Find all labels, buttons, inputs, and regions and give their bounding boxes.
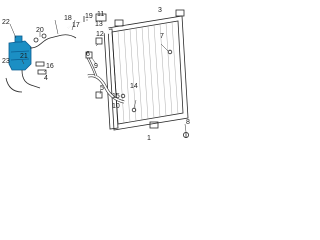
callout-1: 1 [147,135,151,142]
callout-16: 16 [46,63,54,70]
callout-18: 18 [64,15,72,22]
upper-radiator-hose [67,13,111,35]
fasteners [120,49,189,138]
callout-23: 23 [2,58,10,65]
reservoir-hose [5,33,77,93]
callout-4: 4 [44,75,48,82]
callout-21: 21 [20,53,28,60]
callout-20: 20 [36,27,44,34]
leader-lines [9,19,187,133]
callout-12: 12 [96,31,104,38]
callout-3: 3 [158,7,162,14]
radiator [103,9,189,131]
callout-17: 17 [72,22,80,29]
callout-9: 9 [94,63,98,70]
callout-10: 10 [112,103,120,110]
callout-13: 13 [95,21,103,28]
reserve-tank-icon[interactable] [8,35,32,71]
callout-19: 19 [85,13,93,20]
callout-8: 8 [186,119,190,126]
callout-5: 5 [100,85,104,92]
callout-11: 11 [97,11,104,18]
lower-radiator-hose [85,37,125,104]
callout-14: 14 [130,83,138,90]
parts-diagram: 22 23 20 21 16 4 18 19 17 11 13 12 6 9 5… [2,7,190,142]
callout-22: 22 [2,19,10,26]
callout-6: 6 [86,51,90,58]
callout-15: 15 [112,93,120,100]
callout-7: 7 [160,33,164,40]
